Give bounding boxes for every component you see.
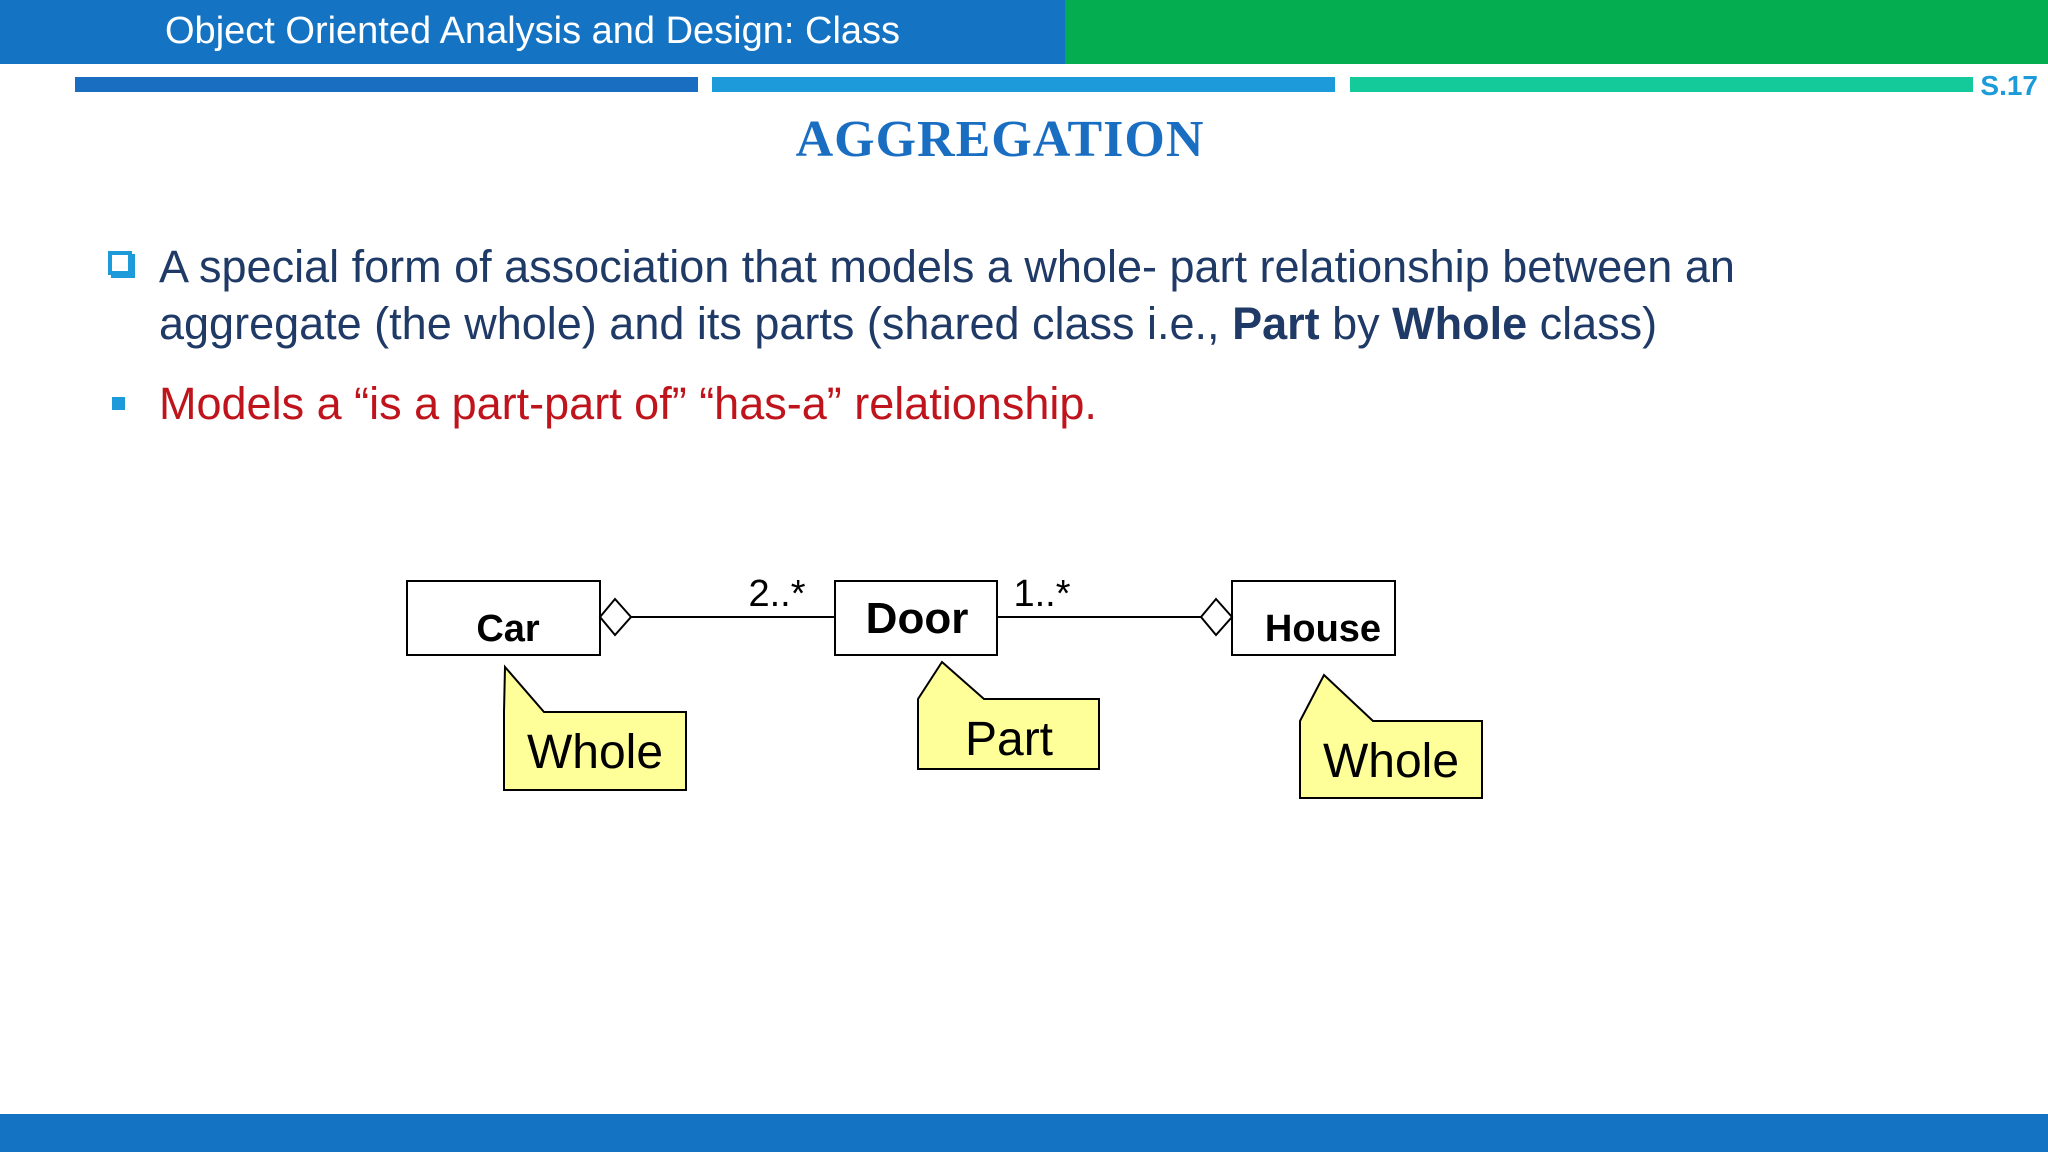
note-text-house: Whole — [1323, 735, 1459, 788]
class-name-car: Car — [476, 608, 540, 650]
accent-stripe-lightblue — [712, 77, 1335, 92]
header-title: Object Oriented Analysis and Design: Cla… — [165, 10, 901, 52]
note-callout-door — [917, 660, 1100, 770]
note-text-car: Whole — [527, 726, 663, 779]
class-name-door: Door — [866, 594, 969, 643]
bullet-relationship-text: Models a “is a part-part of” “has-a” rel… — [159, 378, 1097, 429]
multiplicity-door-house: 1..* — [1013, 573, 1070, 615]
class-box-house — [1231, 580, 1396, 656]
header-bar-blue — [0, 0, 1065, 64]
bold-part-term: Part — [1232, 298, 1320, 349]
square-bullet-icon — [112, 397, 125, 410]
slide-title: AGGREGATION — [795, 111, 1205, 168]
bold-whole-term: Whole — [1392, 298, 1528, 349]
aggregation-diamond-car — [598, 597, 633, 637]
accent-stripe-blue — [75, 77, 698, 92]
multiplicity-car-door: 2..* — [748, 573, 805, 615]
bullet-definition-text: A special form of association that model… — [159, 241, 1735, 349]
class-name-house: House — [1265, 608, 1381, 650]
note-callout-house — [1299, 673, 1483, 799]
checkbox-bullet-icon — [108, 251, 132, 275]
class-box-door — [834, 580, 998, 656]
bullet-relationship: Models a “is a part-part of” “has-a” rel… — [108, 375, 1848, 432]
header-bar-green — [1065, 0, 2048, 64]
note-callout-car — [503, 664, 687, 791]
slide-number: S.17 — [1980, 70, 2038, 101]
footer-bar — [0, 1114, 2048, 1152]
note-text-door: Part — [965, 713, 1053, 766]
aggregation-diamond-house — [1199, 597, 1234, 637]
accent-stripe-teal — [1350, 77, 1973, 92]
class-box-car — [406, 580, 601, 656]
bullet-definition: A special form of association that model… — [108, 238, 1848, 352]
